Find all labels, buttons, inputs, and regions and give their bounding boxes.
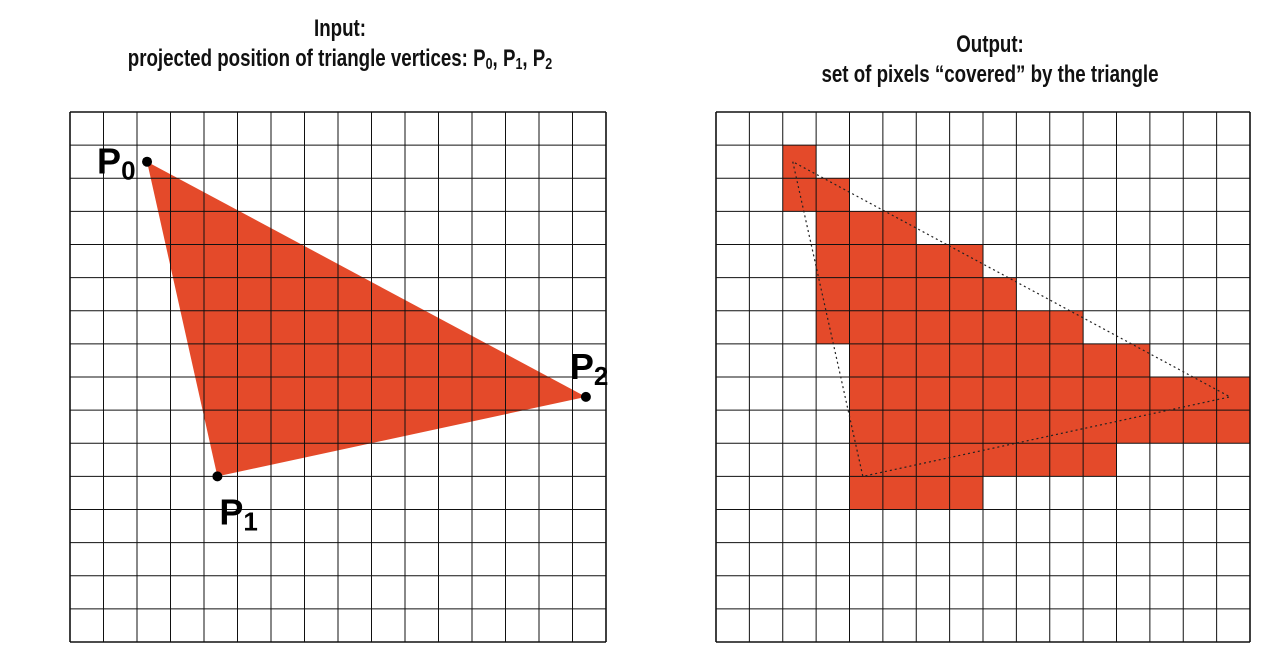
covered-pixel [983, 377, 1017, 411]
covered-pixel [983, 277, 1017, 311]
covered-pixel [949, 310, 983, 344]
covered-pixel [1149, 410, 1184, 444]
covered-pixel [1116, 377, 1150, 411]
covered-pixel [1216, 377, 1250, 411]
covered-pixel [882, 277, 917, 311]
vertex-label-index: 1 [243, 506, 257, 536]
covered-pixel [849, 410, 883, 444]
covered-pixel [816, 277, 850, 311]
output-subheading: set of pixels “covered” by the triangle [821, 61, 1159, 88]
covered-pixel [816, 178, 850, 212]
covered-pixel [1183, 410, 1217, 444]
covered-pixel [949, 277, 983, 311]
covered-pixel [1083, 443, 1117, 477]
vertex-label: P2 [570, 346, 608, 391]
covered-pixel [983, 443, 1017, 477]
input-triangle [147, 161, 586, 477]
covered-pixel [916, 377, 950, 411]
covered-pixel [849, 343, 883, 377]
covered-pixel [916, 277, 950, 311]
vertex-label: P1 [219, 491, 257, 536]
covered-pixel [949, 410, 983, 444]
vertex-label-letter: P [219, 491, 243, 532]
covered-pixel [916, 244, 950, 278]
covered-pixel [1016, 410, 1050, 444]
covered-pixel [882, 310, 917, 344]
vertex-label: P0 [97, 141, 135, 186]
covered-pixel [849, 277, 883, 311]
vertex-dot [212, 471, 223, 482]
covered-pixel [1016, 377, 1050, 411]
covered-pixel [782, 145, 817, 179]
vertex-label-index: 0 [121, 156, 135, 186]
covered-pixel [882, 377, 917, 411]
output-panel [715, 111, 1251, 643]
covered-pixel [849, 310, 883, 344]
covered-pixel [1083, 343, 1117, 377]
vertex-dot [580, 391, 591, 402]
covered-pixel [949, 377, 983, 411]
covered-pixel [949, 244, 983, 278]
covered-pixel [1083, 377, 1117, 411]
covered-pixel [949, 443, 983, 477]
covered-pixel [1049, 377, 1084, 411]
output-heading: Output: [956, 31, 1024, 58]
covered-pixel [1049, 443, 1084, 477]
covered-pixel [882, 410, 917, 444]
covered-pixel [816, 211, 850, 245]
covered-pixel [849, 244, 883, 278]
covered-pixel [882, 476, 917, 510]
covered-pixel [1116, 343, 1150, 377]
covered-pixel [882, 211, 917, 245]
output-title: Output: set of pixels “covered” by the t… [709, 30, 1271, 90]
covered-pixel [1016, 343, 1050, 377]
input-heading: Input: [314, 15, 366, 42]
covered-pixel [983, 310, 1017, 344]
covered-pixel [1016, 310, 1050, 344]
covered-pixel [782, 178, 817, 212]
input-grid [69, 111, 607, 643]
covered-pixel [916, 310, 950, 344]
triangle-outline [791, 160, 1232, 478]
covered-pixel [816, 310, 850, 344]
covered-pixel [983, 343, 1017, 377]
covered-pixel [1049, 343, 1084, 377]
vertex-dot [142, 156, 153, 167]
covered-pixel [916, 443, 950, 477]
input-subheading: projected position of triangle vertices:… [127, 45, 553, 73]
covered-pixel [882, 443, 917, 477]
output-grid [715, 111, 1251, 643]
covered-pixel [816, 244, 850, 278]
covered-pixel [1049, 410, 1084, 444]
covered-pixel [849, 476, 883, 510]
vertex-label-letter: P [570, 346, 594, 387]
covered-pixel [949, 476, 983, 510]
covered-pixel [1183, 377, 1217, 411]
input-title: Input: projected position of triangle ve… [59, 14, 621, 80]
covered-pixels [782, 145, 1250, 510]
covered-pixel [1149, 377, 1184, 411]
covered-pixel [882, 244, 917, 278]
covered-pixel [983, 410, 1017, 444]
vertex-label-index: 2 [594, 361, 608, 391]
covered-pixel [849, 211, 883, 245]
covered-pixel [916, 343, 950, 377]
covered-pixel [1049, 310, 1084, 344]
covered-pixel [849, 443, 883, 477]
covered-pixel [916, 476, 950, 510]
covered-pixel [1083, 410, 1117, 444]
covered-pixel [1216, 410, 1250, 444]
vertex-label-letter: P [97, 141, 121, 182]
covered-pixel [1016, 443, 1050, 477]
covered-pixel [882, 343, 917, 377]
covered-pixel [916, 410, 950, 444]
covered-pixel [949, 343, 983, 377]
covered-pixel [849, 377, 883, 411]
